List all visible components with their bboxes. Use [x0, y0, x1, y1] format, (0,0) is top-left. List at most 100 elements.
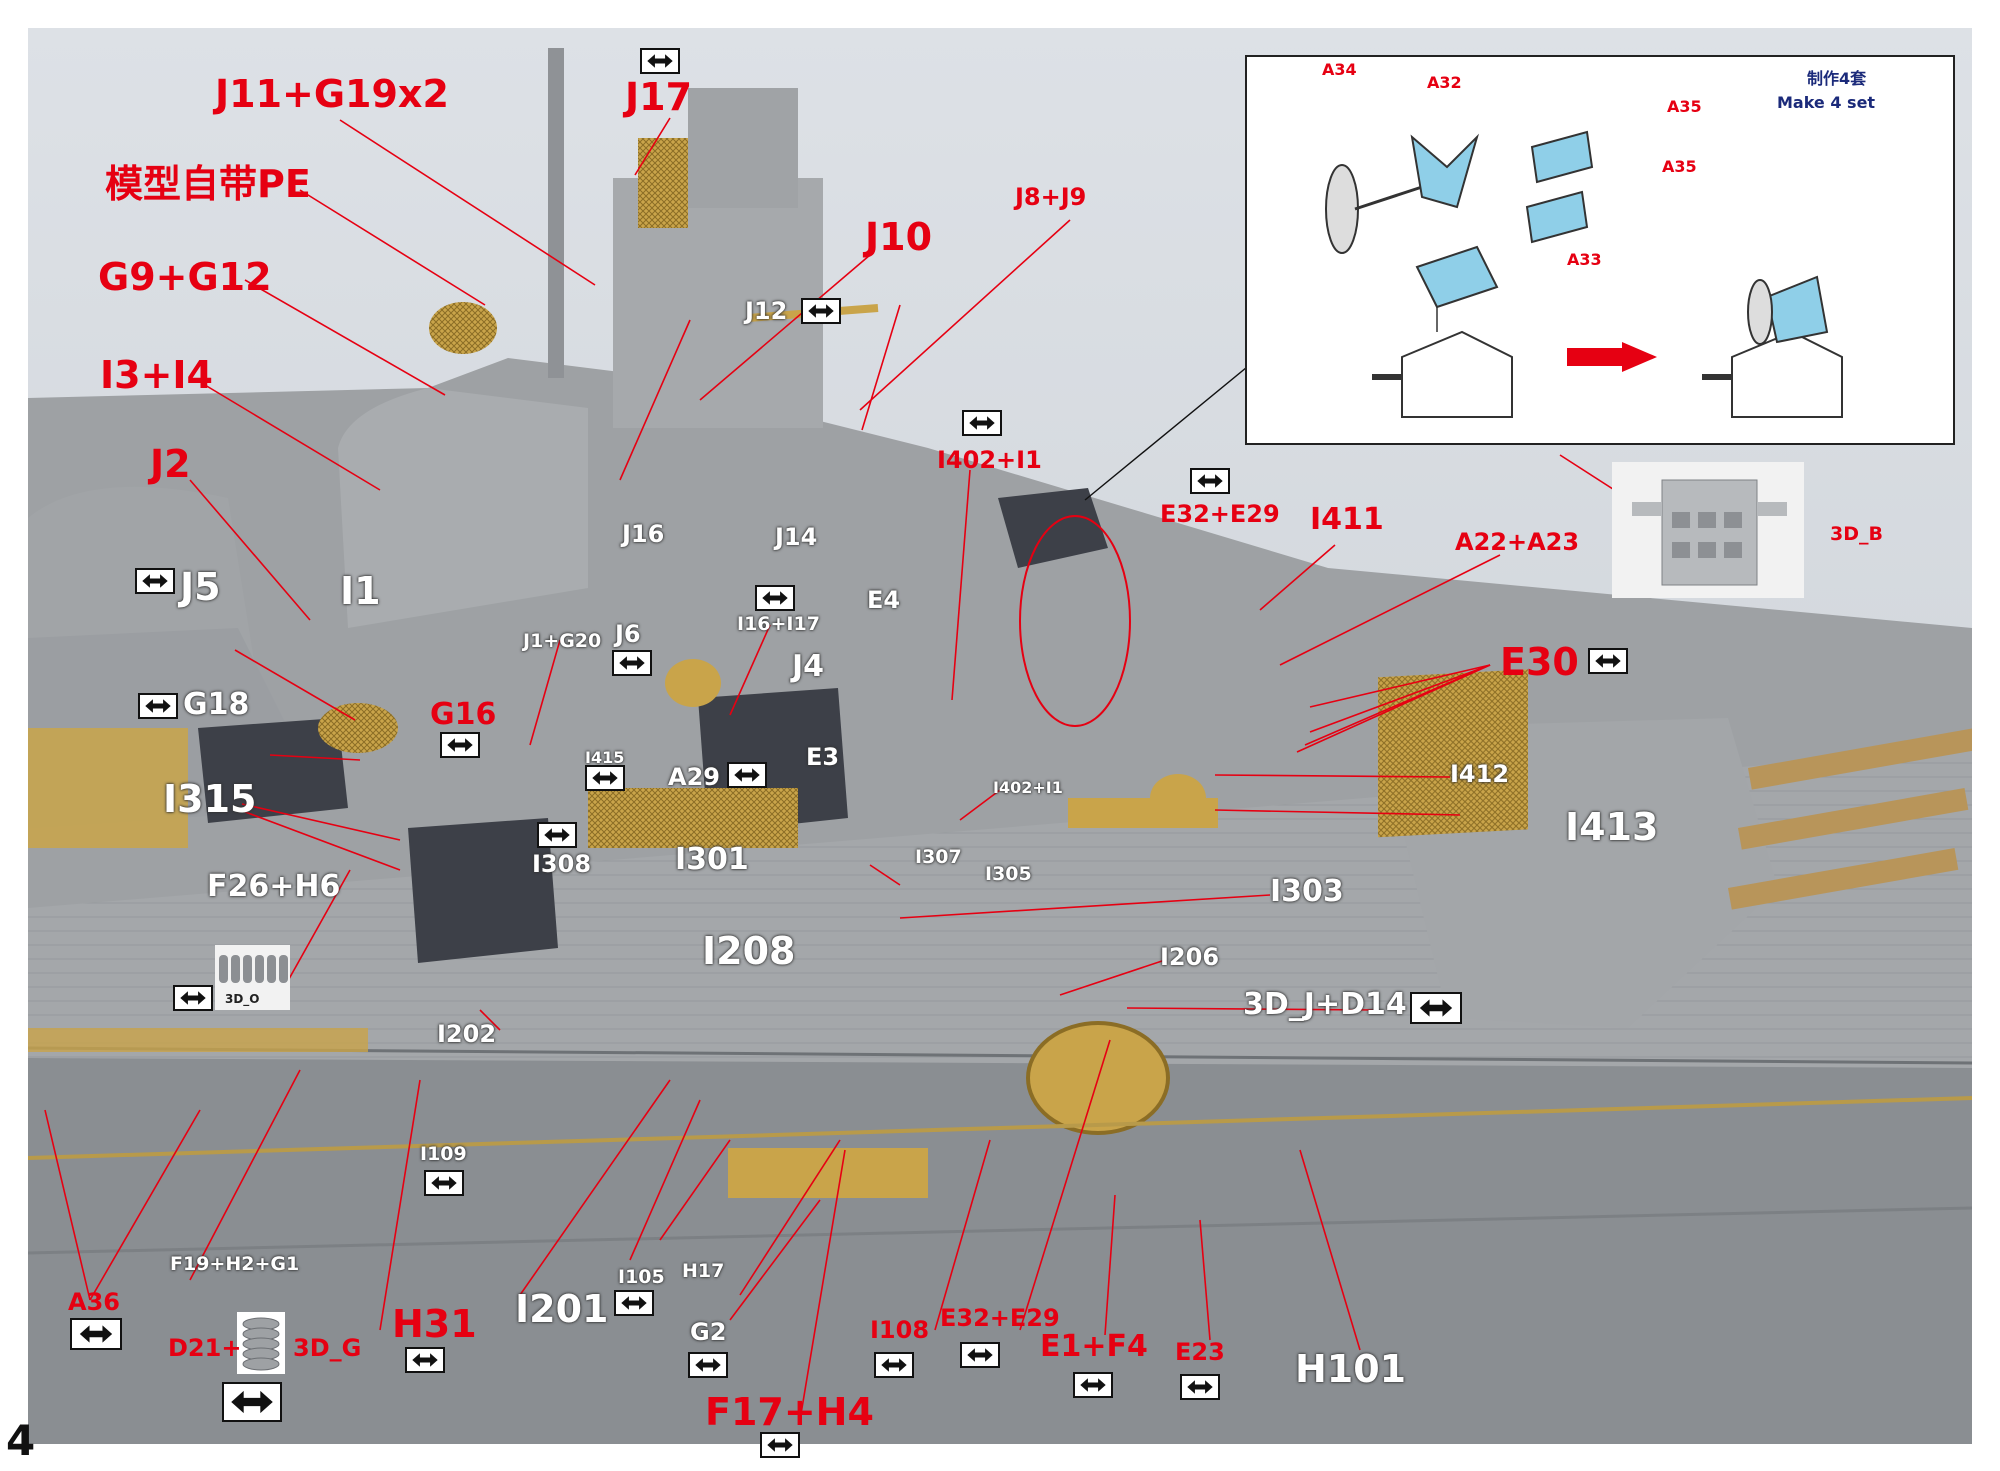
label-i315: I315	[163, 777, 257, 821]
label-j11-g19: J11+G19x2	[215, 72, 449, 116]
label-i412: I412	[1450, 760, 1510, 788]
label-j14: J14	[775, 523, 818, 551]
part-3d-b-image	[1632, 479, 1787, 586]
label-i206: I206	[1160, 943, 1220, 971]
label-j4: J4	[792, 649, 825, 684]
double-arrow-icon	[760, 1432, 800, 1458]
label-f19-h2-g1: F19+H2+G1	[170, 1253, 300, 1275]
label-i308: I308	[532, 850, 592, 878]
double-arrow-icon	[440, 732, 480, 758]
label-e23: E23	[1175, 1338, 1225, 1366]
inset-label-a34: A34	[1322, 60, 1357, 79]
label-3d-j-d14: 3D_J+D14	[1243, 987, 1407, 1022]
label-a22-a23: A22+A23	[1455, 528, 1580, 556]
double-arrow-icon	[405, 1347, 445, 1373]
label-h101: H101	[1295, 1347, 1407, 1391]
part-3d-g-image	[242, 1317, 280, 1371]
inset-label-a35-bottom: A35	[1662, 157, 1697, 176]
label-i1: I1	[340, 569, 381, 613]
double-arrow-icon	[755, 585, 795, 611]
label-j10: J10	[865, 215, 933, 259]
inset-label-a33: A33	[1567, 250, 1602, 269]
label-g16: G16	[430, 697, 497, 732]
label-g2: G2	[690, 1318, 727, 1346]
label-i402-i1-mid: I402+I1	[993, 778, 1063, 797]
label-j16: J16	[622, 520, 665, 548]
double-arrow-icon	[801, 298, 841, 324]
double-arrow-icon	[1073, 1372, 1113, 1398]
label-a29: A29	[668, 763, 720, 791]
label-i16-i17: I16+I17	[737, 613, 820, 635]
label-i303: I303	[1270, 874, 1344, 909]
double-arrow-icon	[585, 765, 625, 791]
label-i108: I108	[870, 1316, 930, 1344]
label-j12: J12	[745, 297, 788, 325]
double-arrow-icon	[612, 650, 652, 676]
double-arrow-icon	[1588, 648, 1628, 674]
label-e32-e29-bottom: E32+E29	[940, 1304, 1060, 1332]
label-d21-3d-g: 3D_G	[293, 1334, 362, 1362]
label-h17: H17	[682, 1260, 725, 1282]
label-i413: I413	[1565, 805, 1659, 849]
double-arrow-icon	[1410, 992, 1462, 1024]
double-arrow-icon	[424, 1170, 464, 1196]
double-arrow-icon	[70, 1318, 122, 1350]
double-arrow-icon	[614, 1290, 654, 1316]
part-3d-b-thumbnail	[1612, 462, 1804, 598]
page-number: 4	[6, 1416, 36, 1465]
inset-label-a32: A32	[1427, 73, 1462, 92]
label-i201: I201	[515, 1287, 609, 1331]
label-j8-j9: J8+J9	[1015, 183, 1087, 211]
part-3d-o-thumbnail: 3D_O	[215, 945, 290, 1010]
label-j2: J2	[150, 442, 191, 486]
part-3d-o-image	[219, 955, 288, 983]
label-j6: J6	[615, 620, 641, 648]
label-i305: I305	[985, 863, 1032, 885]
double-arrow-icon	[1190, 468, 1230, 494]
label-e30: E30	[1500, 640, 1579, 684]
label-e1-f4: E1+F4	[1040, 1329, 1148, 1364]
double-arrow-icon	[688, 1352, 728, 1378]
inset-drawing	[1325, 130, 1843, 418]
label-3d-b: 3D_B	[1830, 523, 1883, 545]
label-i3-i4: I3+I4	[100, 353, 213, 397]
label-i301: I301	[675, 842, 749, 877]
part-3d-g-thumbnail	[237, 1312, 285, 1374]
label-3d-o: 3D_O	[225, 992, 260, 1006]
double-arrow-icon	[874, 1352, 914, 1378]
label-i307: I307	[915, 846, 962, 868]
label-e3: E3	[806, 743, 840, 771]
double-arrow-icon	[960, 1342, 1000, 1368]
label-i109: I109	[420, 1143, 467, 1165]
double-arrow-icon	[727, 762, 767, 788]
inset-count-en: Make 4 set	[1777, 93, 1876, 112]
double-arrow-icon	[173, 985, 213, 1011]
double-arrow-icon	[222, 1382, 282, 1422]
label-g18: G18	[183, 687, 250, 722]
label-e32-e29-top: E32+E29	[1160, 500, 1280, 528]
label-e4: E4	[867, 586, 901, 614]
label-j5: J5	[180, 565, 221, 609]
inset-count-cn: 制作4套	[1807, 69, 1867, 88]
double-arrow-icon	[1180, 1374, 1220, 1400]
label-i202: I202	[437, 1020, 497, 1048]
inset-label-a35-top: A35	[1667, 97, 1702, 116]
assembly-inset: A34 A32 A35 A35 A33 制作4套 Make 4 set	[1245, 55, 1955, 445]
label-i415: I415	[585, 748, 625, 767]
label-i402-i1-top: I402+I1	[937, 446, 1042, 474]
double-arrow-icon	[537, 822, 577, 848]
label-i208: I208	[702, 929, 796, 973]
double-arrow-icon	[135, 568, 175, 594]
label-g9-g12: G9+G12	[98, 255, 272, 299]
label-f26-h6: F26+H6	[207, 869, 341, 904]
label-j17: J17	[625, 75, 693, 119]
double-arrow-icon	[962, 410, 1002, 436]
label-d21: D21+	[168, 1334, 242, 1362]
label-i105: I105	[618, 1266, 665, 1288]
double-arrow-icon	[138, 693, 178, 719]
label-i411: I411	[1310, 502, 1384, 537]
label-a36: A36	[68, 1288, 120, 1316]
label-j1-g20: J1+G20	[523, 630, 602, 652]
double-arrow-icon	[640, 48, 680, 74]
